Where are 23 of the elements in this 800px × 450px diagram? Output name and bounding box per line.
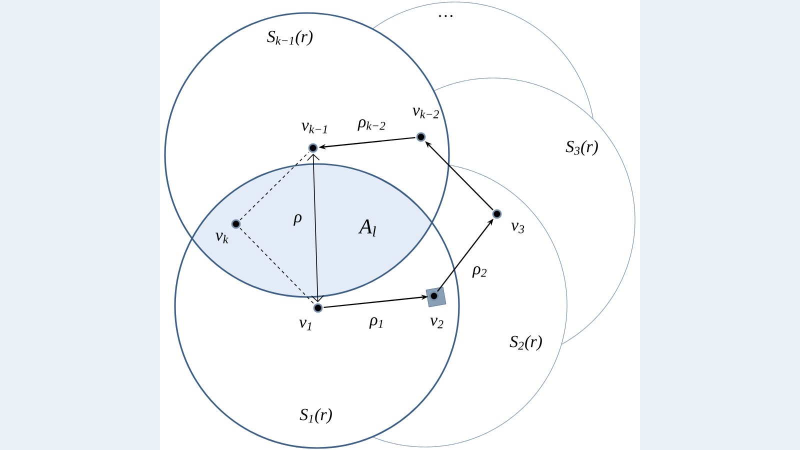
point-label: v$_{2}$ (430, 318, 444, 328)
label: A$_{l}$ (358, 220, 376, 236)
edge-label: ρ$_{2}$ (472, 266, 487, 278)
point (308, 143, 318, 153)
point (231, 219, 241, 229)
point (429, 291, 439, 301)
label: S$_{k−1}$(r) (267, 30, 313, 46)
label: S$_{2}$(r) (510, 335, 542, 351)
label: … (439, 15, 452, 17)
edge-label: ρ (293, 214, 302, 226)
point (416, 132, 426, 142)
point (492, 209, 502, 219)
label: S$_{3}$(r) (566, 140, 598, 156)
point-label: v$_{k−1}$ (302, 122, 327, 134)
edge-label: ρ$_{k−2}$ (358, 119, 386, 131)
point-label: v$_{3}$ (511, 222, 524, 234)
edge-label: ρ$_{1}$ (369, 317, 383, 329)
point-label: v$_{k}$ (216, 232, 228, 244)
point-label: v$_{k−2}$ (412, 108, 439, 118)
point (313, 303, 323, 313)
point-label: v$_{1}$ (299, 320, 312, 330)
label: S$_{1}$(r) (300, 408, 332, 424)
arrow (307, 154, 324, 302)
